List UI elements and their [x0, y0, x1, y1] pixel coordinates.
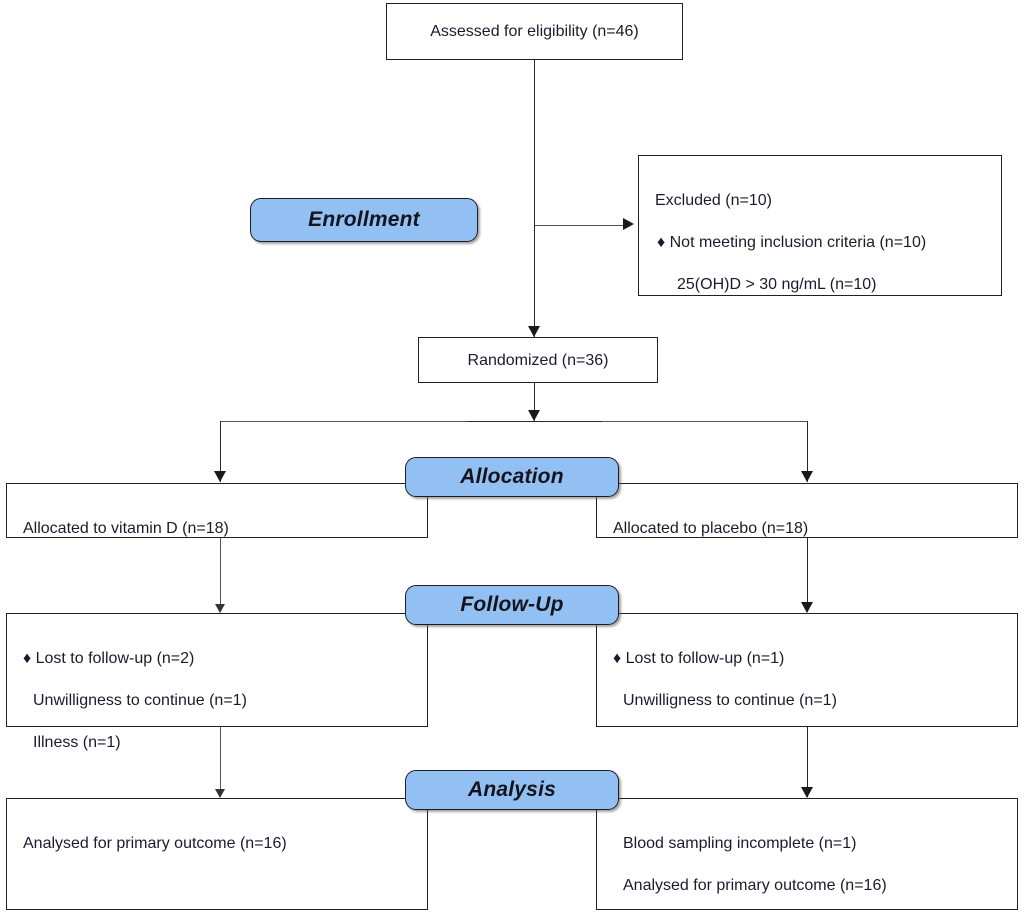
node-excluded-bullet: ♦ Not meeting inclusion criteria (n=10): [657, 234, 927, 251]
node-analysis-right-line2: Analysed for primary outcome (n=16): [623, 877, 887, 894]
stage-badge-enrollment-label: Enrollment: [308, 208, 420, 231]
node-followup-left-line3: Illness (n=1): [33, 734, 121, 751]
node-analysis-left: Analysed for primary outcome (n=16): [6, 798, 428, 910]
stage-badge-analysis-label: Analysis: [468, 778, 556, 801]
node-excluded-detail: 25(OH)D > 30 ng/mL (n=10): [677, 276, 877, 293]
connector-split-center-mark: [467, 421, 602, 422]
stage-badge-allocation: Allocation: [405, 457, 619, 497]
node-followup-left-line1: ♦ Lost to follow-up (n=2): [23, 650, 195, 667]
stage-badge-allocation-label: Allocation: [460, 465, 564, 488]
node-followup-left: ♦ Lost to follow-up (n=2) Unwilligness t…: [6, 613, 428, 751]
connector-followup-right-to-analysis: [807, 727, 808, 797]
node-followup-left-line2: Unwilligness to continue (n=1): [33, 692, 247, 709]
node-excluded: Excluded (n=10) ♦ Not meeting inclusion …: [638, 155, 1002, 296]
stage-badge-follow-up: Follow-Up: [405, 585, 619, 625]
stage-badge-enrollment: Enrollment: [250, 198, 478, 242]
node-allocation-right-label: Allocated to placebo (n=18): [613, 520, 809, 537]
connector-split-right-arm: [807, 421, 808, 482]
arrowhead-followup-right: [801, 602, 813, 613]
stage-badge-analysis: Analysis: [405, 770, 619, 810]
node-followup-right: ♦ Lost to follow-up (n=1) Unwilligness t…: [596, 613, 1018, 727]
arrowhead-analysis-right: [801, 787, 813, 798]
stage-badge-follow-up-label: Follow-Up: [460, 593, 564, 616]
node-randomized: Randomized (n=36): [418, 337, 658, 383]
connector-alloc-left-to-followup: [220, 538, 221, 612]
arrowhead-followup-left: [215, 604, 225, 613]
connector-followup-left-to-analysis: [220, 727, 221, 797]
node-followup-right-line2: Unwilligness to continue (n=1): [623, 692, 837, 709]
node-randomized-label: Randomized (n=36): [467, 351, 609, 369]
connector-alloc-right-to-followup: [807, 538, 808, 612]
node-assessed-for-eligibility: Assessed for eligibility (n=46): [386, 3, 683, 60]
node-analysis-right-line1: Blood sampling incomplete (n=1): [623, 835, 857, 852]
arrowhead-to-excluded: [623, 218, 634, 230]
connector-to-excluded: [535, 225, 625, 226]
node-allocation-left: Allocated to vitamin D (n=18): [6, 483, 428, 538]
connector-split-left-arm: [220, 421, 221, 482]
node-assessed-label: Assessed for eligibility (n=46): [430, 23, 639, 40]
arrowhead-analysis-left: [215, 789, 225, 798]
node-analysis-left-label: Analysed for primary outcome (n=16): [23, 835, 287, 852]
connector-randomized-stem: [534, 383, 535, 421]
node-allocation-right: Allocated to placebo (n=18): [596, 483, 1018, 538]
arrowhead-to-randomized: [528, 326, 540, 337]
node-allocation-left-label: Allocated to vitamin D (n=18): [23, 520, 229, 537]
arrowhead-randomized-split: [528, 410, 540, 421]
arrowhead-allocation-right: [801, 471, 813, 482]
node-excluded-heading: Excluded (n=10): [655, 192, 772, 209]
node-followup-right-line1: ♦ Lost to follow-up (n=1): [613, 650, 785, 667]
node-analysis-right: Blood sampling incomplete (n=1) Analysed…: [596, 798, 1018, 910]
arrowhead-allocation-left: [214, 471, 226, 482]
connector-assessed-to-randomized: [534, 60, 535, 337]
